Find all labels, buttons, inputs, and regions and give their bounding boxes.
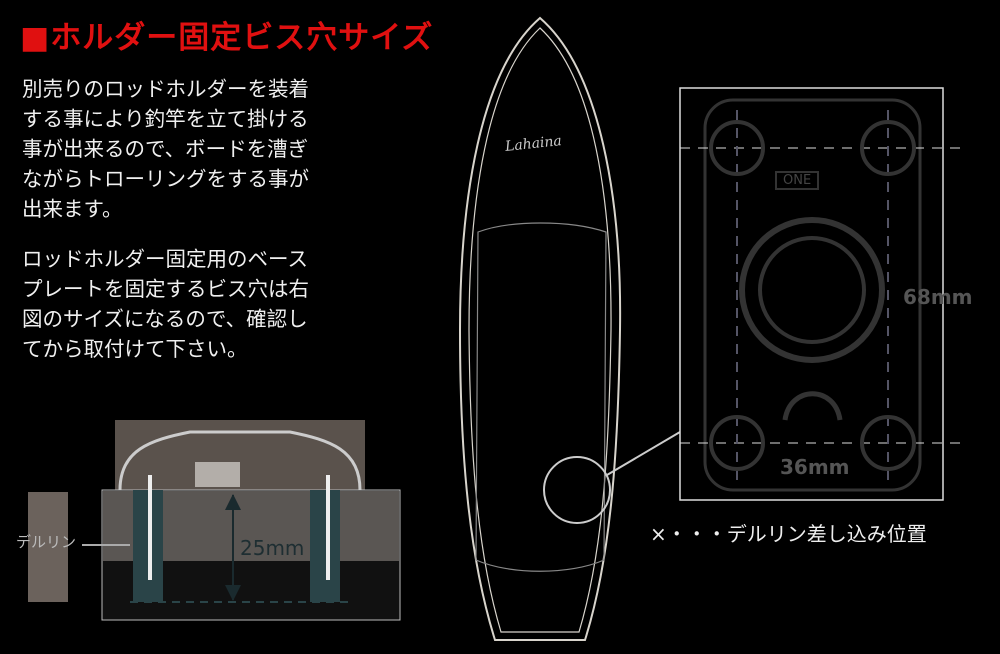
cross-section — [28, 420, 401, 621]
delrin-label: デルリン — [16, 533, 77, 551]
depth-label: 25mm — [240, 536, 305, 560]
description-mounting: ロッドホルダー固定用のベース プレートを固定するビス穴は右 図のサイズになるので… — [22, 247, 309, 361]
page-title: ■ホルダー固定ビス穴サイズ — [20, 20, 434, 56]
board-outline — [458, 16, 681, 641]
holder-brand: ONE — [775, 171, 820, 190]
legend-text: ×・・・デルリン差し込み位置 — [650, 522, 927, 546]
height-label: 68mm — [903, 285, 973, 309]
holder-diagram — [679, 87, 960, 501]
description-usage: 別売りのロッドホルダーを装着 する事により釣竿を立て掛ける 事が出来るので、ボー… — [22, 77, 309, 221]
width-label: 36mm — [780, 455, 850, 479]
